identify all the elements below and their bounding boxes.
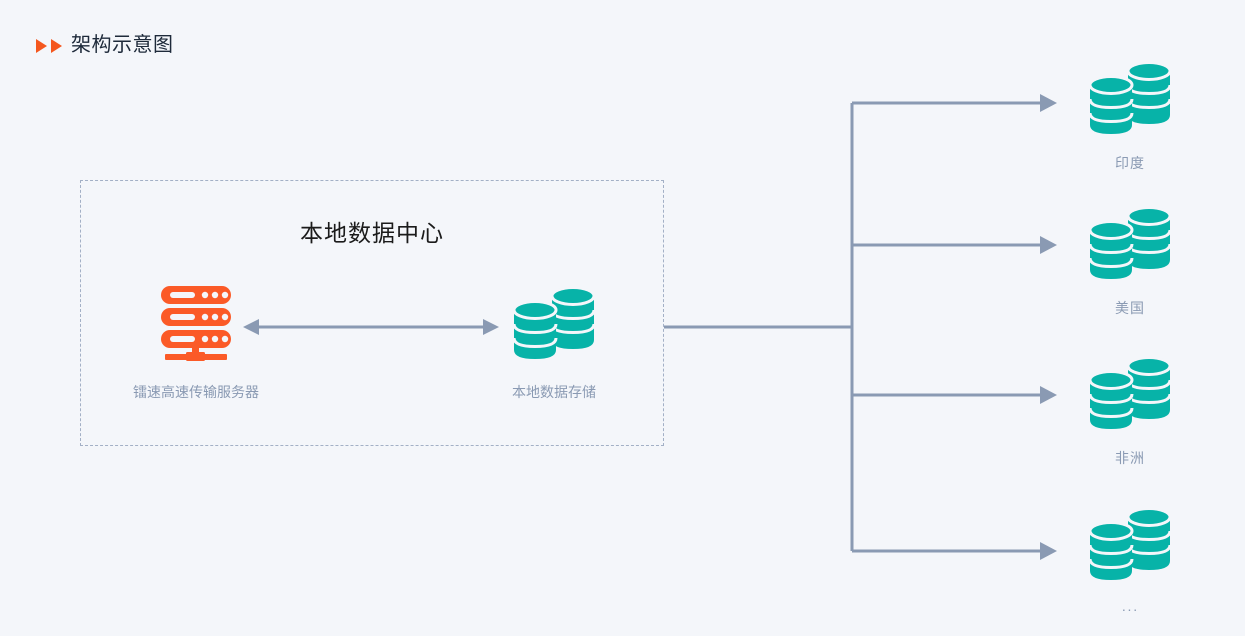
database-stack-icon	[459, 281, 649, 367]
region-label: 美国	[1115, 300, 1145, 316]
page-title: 架构示意图	[71, 34, 174, 56]
local-data-center-group: 本地数据中心	[80, 180, 664, 446]
node-local-storage[interactable]: 本地数据存储	[459, 281, 649, 401]
bidirectional-arrow-icon	[243, 312, 499, 342]
branch-tree-icon	[655, 85, 1075, 575]
region-label: ···	[1121, 601, 1139, 617]
node-caption: 本地数据存储	[512, 384, 596, 400]
region-node-usa[interactable]: 美国	[1045, 201, 1215, 317]
database-stack-icon	[1045, 351, 1215, 437]
page-header: 架构示意图	[36, 30, 174, 60]
region-node-more[interactable]: ···	[1045, 502, 1215, 618]
region-node-india[interactable]: 印度	[1045, 56, 1215, 172]
node-transfer-server[interactable]: 镭速高速传输服务器	[101, 281, 291, 401]
database-stack-icon	[1045, 502, 1215, 588]
triangle-right-icon-1	[36, 38, 47, 53]
database-stack-icon	[1045, 56, 1215, 142]
server-rack-icon	[101, 281, 291, 367]
region-label: 非洲	[1115, 450, 1145, 466]
double-triangle-right-icon	[36, 38, 62, 53]
node-caption: 镭速高速传输服务器	[133, 384, 259, 400]
local-data-center-title: 本地数据中心	[300, 220, 444, 246]
region-label: 印度	[1115, 155, 1145, 171]
triangle-right-icon-2	[51, 38, 62, 53]
database-stack-icon	[1045, 201, 1215, 287]
region-node-africa[interactable]: 非洲	[1045, 351, 1215, 467]
